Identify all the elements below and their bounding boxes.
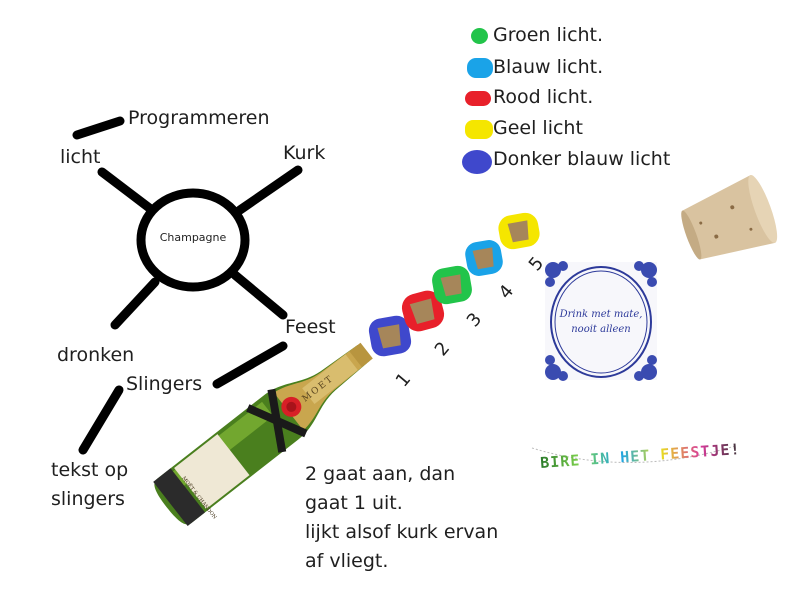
note-line-3: lijkt alsof kurk ervan [305, 521, 499, 543]
cork-step-3 [432, 265, 472, 305]
tile-line-1: Drink met mate, [559, 309, 643, 320]
note-line-2: gaat 1 uit. [305, 492, 403, 514]
legend-swatch-blue [467, 58, 493, 78]
step-number-4: 4 [495, 281, 518, 303]
connector-center-licht [97, 167, 157, 215]
banner-string [531, 445, 736, 463]
connector-center-feest [230, 270, 288, 320]
node-programmeren: Programmeren [128, 107, 270, 129]
legend-swatch-dark-blue [462, 150, 492, 174]
cork-step-5 [498, 212, 540, 250]
node-kurk: Kurk [283, 142, 326, 164]
connector-licht-programmeren [72, 116, 125, 140]
note-line-4: af vliegt. [305, 550, 389, 572]
legend-swatch-red [465, 91, 491, 106]
cork-step-4 [465, 240, 503, 276]
legend-label-yellow: Geel licht [493, 117, 583, 139]
step-number-3: 3 [463, 309, 486, 331]
connector-feest-slingers [212, 341, 288, 389]
legend-label-blue: Blauw licht. [493, 56, 604, 78]
tile-inscription: Drink met mate, nooit alleen [553, 307, 649, 337]
connector-center-dronken [110, 277, 160, 330]
legend-label-green: Groen licht. [493, 24, 604, 46]
node-tekst-op-slingers-line1: tekst op [51, 459, 129, 481]
center-node-circle [136, 188, 250, 292]
legend-label-dark-blue: Donker blauw licht [493, 148, 671, 170]
node-tekst-op-slingers-line2: slingers [51, 488, 125, 510]
note-line-1: 2 gaat aan, dan [305, 463, 456, 485]
node-champagne-center: Champagne [159, 231, 227, 244]
node-dronken: dronken [57, 344, 135, 366]
connector-center-kurk [235, 165, 303, 215]
cork-step-2 [401, 290, 445, 332]
node-slingers: Slingers [126, 373, 203, 395]
node-feest: Feest [285, 316, 336, 338]
connector-slingers-tekst [78, 385, 124, 455]
step-number-5: 5 [525, 253, 548, 275]
node-licht: licht [60, 146, 101, 168]
legend-label-red: Rood licht. [493, 86, 594, 108]
cork-sequence [368, 212, 540, 357]
cork-image [681, 175, 778, 260]
explanation-note: 2 gaat aan, dan gaat 1 uit. lijkt alsof … [305, 460, 498, 576]
step-number-1: 1 [392, 369, 415, 391]
tile-line-2: nooit alleen [571, 324, 631, 335]
champagne-bottle-image [153, 342, 373, 526]
step-number-2: 2 [431, 338, 454, 360]
legend-swatch-green [471, 28, 488, 44]
node-tekst-op-slingers: tekst op slingers [51, 456, 128, 514]
legend-swatch-yellow [465, 120, 493, 139]
cork-step-1 [368, 315, 412, 357]
delft-tile-image [545, 261, 657, 381]
